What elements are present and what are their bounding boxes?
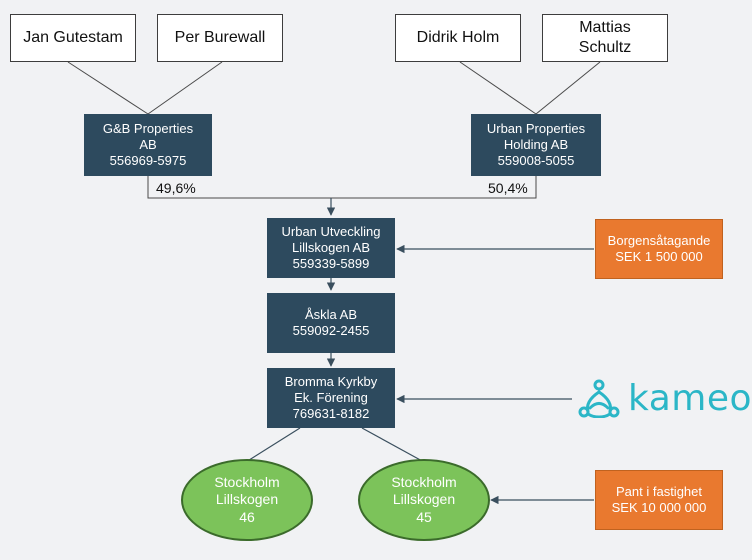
note-title: Pant i fastighet xyxy=(616,483,702,499)
company-org-number: 559008-5055 xyxy=(497,153,575,169)
person-name-line1: Mattias xyxy=(579,19,631,36)
company-name-line2: Ek. Förening xyxy=(294,389,368,405)
company-org-number: 559092-2455 xyxy=(292,323,370,338)
line-jan-gb xyxy=(67,61,149,115)
property-number: 45 xyxy=(416,508,432,525)
person-mattias-schultz: Mattias Schultz xyxy=(542,14,668,62)
line-owners-join xyxy=(147,176,537,199)
person-name-line2: Schultz xyxy=(578,39,632,56)
property-name-line1: Stockholm xyxy=(214,473,280,490)
ownership-share-urban: 50,4% xyxy=(488,180,528,196)
company-bromma-kyrkby: Bromma Kyrkby Ek. Förening 769631-8182 xyxy=(267,368,395,428)
property-lillskogen-45: Stockholm Lillskogen 45 xyxy=(358,459,490,541)
line-didrik-urban xyxy=(459,61,537,115)
line-mattias-urban xyxy=(535,61,601,115)
note-title: Borgensåtagande xyxy=(607,232,711,248)
company-org-number: 769631-8182 xyxy=(292,406,370,422)
company-name: Åskla AB xyxy=(304,306,358,322)
company-name-line2: Lillskogen AB xyxy=(291,239,371,255)
property-name-line1: Stockholm xyxy=(391,473,457,490)
company-urban-properties-holding: Urban Properties Holding AB 559008-5055 xyxy=(471,114,601,176)
company-name-line2: AB xyxy=(139,136,157,152)
company-name-line1: G&B Properties xyxy=(102,120,194,136)
kameo-people-icon xyxy=(578,379,620,418)
line-per-gb xyxy=(147,61,223,115)
company-askla: Åskla AB 559092-2455 xyxy=(267,293,395,353)
person-name: Per Burewall xyxy=(174,29,266,46)
note-amount: SEK 1 500 000 xyxy=(615,249,703,264)
kameo-wordmark: kameo xyxy=(628,377,752,419)
company-org-number: 559339-5899 xyxy=(292,256,370,272)
person-didrik-holm: Didrik Holm xyxy=(395,14,521,62)
person-jan-gutestam: Jan Gutestam xyxy=(10,14,136,62)
kameo-logo: kameo xyxy=(576,377,752,419)
person-per-burewall: Per Burewall xyxy=(157,14,283,62)
note-pant-i-fastighet: Pant i fastighet SEK 10 000 000 xyxy=(595,470,723,530)
person-name: Jan Gutestam xyxy=(23,29,123,46)
line-bromma-p45 xyxy=(361,427,425,463)
company-name-line1: Urban Utveckling xyxy=(281,223,381,239)
company-org-number: 556969-5975 xyxy=(109,153,187,169)
company-gb-properties: G&B Properties AB 556969-5975 xyxy=(84,114,212,176)
line-bromma-p46 xyxy=(245,427,301,463)
property-name-line2: Lillskogen xyxy=(392,491,456,508)
company-urban-utveckling: Urban Utveckling Lillskogen AB 559339-58… xyxy=(267,218,395,278)
note-borgensatagande: Borgensåtagande SEK 1 500 000 xyxy=(595,219,723,279)
person-name: Didrik Holm xyxy=(416,29,500,46)
company-name-line1: Bromma Kyrkby xyxy=(284,373,378,389)
company-name-line2: Holding AB xyxy=(503,136,569,152)
note-amount: SEK 10 000 000 xyxy=(611,500,707,515)
company-name-line1: Urban Properties xyxy=(486,120,586,136)
property-name-line2: Lillskogen xyxy=(215,491,279,508)
ownership-share-gb: 49,6% xyxy=(156,180,196,196)
property-number: 46 xyxy=(239,508,255,525)
property-lillskogen-46: Stockholm Lillskogen 46 xyxy=(181,459,313,541)
